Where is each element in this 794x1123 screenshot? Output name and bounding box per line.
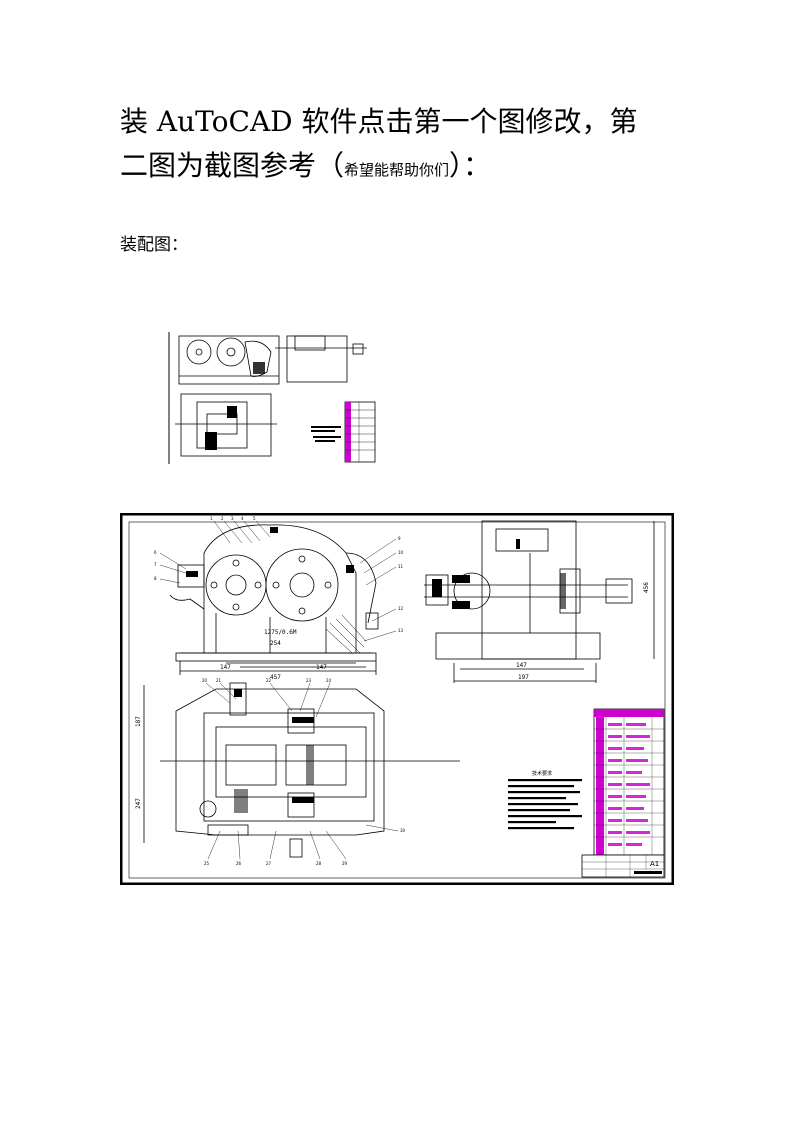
drawing-inner-border — [128, 521, 666, 879]
front-view-hatching — [325, 614, 367, 654]
dim-254: 254 — [270, 640, 281, 647]
part-no-29: 29 — [342, 861, 348, 866]
part-no-5: 5 — [253, 516, 256, 521]
paren-close: ）： — [449, 149, 492, 182]
title-line-2-note: 希望能帮助你们 — [344, 161, 450, 179]
title-block: A1 — [581, 854, 665, 878]
part-no-2: 2 — [221, 516, 224, 521]
part-no-12: 12 — [398, 606, 404, 611]
title-block-sheet-size: A1 — [650, 860, 659, 868]
dim-147-a: 147 — [220, 664, 231, 671]
part-no-23: 23 — [306, 678, 312, 683]
title-line-2-main: 二图为截图参考 — [120, 149, 317, 182]
dim-side-456: 456 — [643, 582, 650, 593]
dim-center-distance: 1275/0.6M — [264, 629, 297, 636]
part-no-26: 26 — [236, 861, 242, 866]
part-no-7: 7 — [154, 562, 157, 567]
paren-open: （ — [316, 149, 345, 182]
front-view-dimensions: 1275/0.6M 254 147 147 457 — [220, 629, 327, 681]
drawing-border — [120, 513, 674, 885]
plan-view-dimensions: 187 247 — [135, 716, 142, 809]
dim-457: 457 — [270, 674, 281, 681]
part-no-13: 13 — [398, 628, 404, 633]
document-title: 装 AuToCAD 软件点击第一个图修改，第 二图为截图参考（希望能帮助你们）： — [120, 100, 690, 192]
part-no-30: 30 — [400, 828, 406, 833]
leader-lines — [159, 520, 399, 860]
part-no-28: 28 — [316, 861, 322, 866]
side-view-solids — [432, 539, 566, 609]
part-number-labels: 1 2 3 4 5 6 7 8 9 10 11 12 13 20 21 22 2… — [154, 516, 406, 866]
title-line-1: 装 AuToCAD 软件点击第一个图修改，第 — [120, 105, 638, 138]
thumbnail-parts-table — [344, 401, 376, 463]
dim-147-b: 147 — [316, 664, 327, 671]
assembly-drawing-svg: 1275/0.6M 254 147 147 457 — [120, 513, 674, 885]
part-no-1: 1 — [210, 516, 213, 521]
part-no-24: 24 — [326, 678, 332, 683]
front-view-solids — [186, 527, 354, 577]
assembly-drawing: 1275/0.6M 254 147 147 457 — [120, 513, 674, 885]
technical-notes: 技术要求 — [508, 770, 582, 830]
dim-plan-187: 187 — [135, 716, 142, 727]
plan-view-solids — [234, 689, 314, 813]
part-no-25: 25 — [204, 861, 210, 866]
part-no-22: 22 — [266, 678, 272, 683]
part-no-9: 9 — [398, 536, 401, 541]
section-label: 装配图： — [120, 235, 188, 255]
title-line-2: 二图为截图参考（希望能帮助你们）： — [120, 144, 690, 192]
part-no-11: 11 — [398, 564, 404, 569]
part-no-20: 20 — [202, 678, 208, 683]
cad-screenshot-thumbnail — [167, 332, 379, 464]
dim-side-197: 197 — [518, 674, 529, 681]
dim-side-147: 147 — [516, 662, 527, 669]
front-view — [169, 524, 379, 675]
notes-title: 技术要求 — [532, 770, 552, 777]
thumbnail-drawing — [167, 332, 379, 464]
part-no-8: 8 — [154, 576, 157, 581]
part-no-4: 4 — [241, 516, 244, 521]
part-no-10: 10 — [398, 550, 404, 555]
plan-view — [143, 682, 460, 858]
part-no-21: 21 — [216, 678, 222, 683]
part-no-27: 27 — [266, 861, 272, 866]
dim-plan-247: 247 — [135, 798, 142, 809]
part-no-3: 3 — [231, 516, 234, 521]
part-no-6: 6 — [154, 550, 157, 555]
side-view — [424, 520, 655, 683]
parts-list-table — [593, 708, 665, 856]
side-view-dimensions: 147 197 456 — [516, 582, 650, 681]
